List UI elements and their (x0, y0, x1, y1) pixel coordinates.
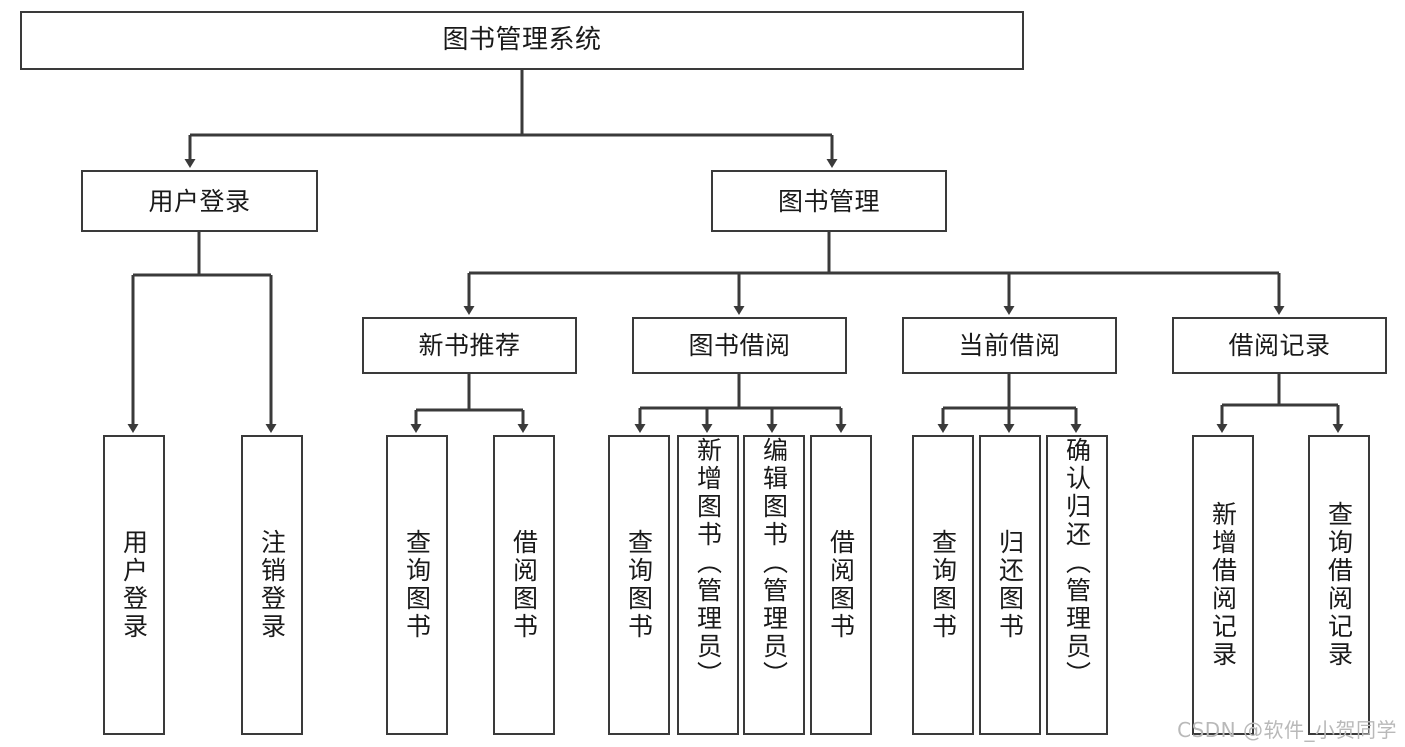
node-label: 借阅图书 (826, 529, 856, 641)
node-label: 新增借阅记录 (1208, 501, 1238, 669)
leaf-book-borrow-edit-book-admin[interactable]: 编辑图书（管理员） (743, 435, 805, 735)
node-label: 归还图书 (995, 529, 1025, 641)
leaf-user-login-sign-in[interactable]: 用户登录 (103, 435, 165, 735)
leaf-new-book-borrow-books[interactable]: 借阅图书 (493, 435, 555, 735)
leaf-current-borrow-confirm-return-admin[interactable]: 确认归还（管理员） (1046, 435, 1108, 735)
leaf-current-borrow-query-books[interactable]: 查询图书 (912, 435, 974, 735)
node-label: 确认归还（管理员） (1062, 437, 1092, 689)
watermark-text: CSDN @软件_小贺同学 (1177, 718, 1397, 742)
node-new-book-recommendation[interactable]: 新书推荐 (362, 317, 577, 374)
leaf-new-book-query-books[interactable]: 查询图书 (386, 435, 448, 735)
node-label: 查询图书 (402, 529, 432, 641)
node-label: 图书管理 (777, 186, 880, 216)
node-label: 借阅图书 (509, 529, 539, 641)
node-label: 当前借阅 (958, 331, 1061, 360)
leaf-borrow-record-query-record[interactable]: 查询借阅记录 (1308, 435, 1370, 735)
leaf-book-borrow-add-book-admin[interactable]: 新增图书（管理员） (677, 435, 739, 735)
node-root-book-management-system[interactable]: 图书管理系统 (20, 11, 1024, 70)
node-label: 新书推荐 (418, 331, 521, 360)
leaf-user-login-sign-out[interactable]: 注销登录 (241, 435, 303, 735)
leaf-book-borrow-borrow-books[interactable]: 借阅图书 (810, 435, 872, 735)
node-label: 编辑图书（管理员） (759, 437, 789, 689)
node-label: 新增图书（管理员） (693, 437, 723, 689)
node-label: 查询图书 (928, 529, 958, 641)
leaf-book-borrow-query-books[interactable]: 查询图书 (608, 435, 670, 735)
node-current-borrowing[interactable]: 当前借阅 (902, 317, 1117, 374)
node-book-management[interactable]: 图书管理 (711, 170, 947, 232)
node-label: 注销登录 (257, 529, 287, 641)
node-label: 图书管理系统 (442, 25, 602, 56)
node-label: 用户登录 (148, 186, 251, 216)
node-label: 用户登录 (119, 529, 149, 641)
node-book-borrowing[interactable]: 图书借阅 (632, 317, 847, 374)
node-label: 图书借阅 (688, 331, 791, 360)
node-user-login[interactable]: 用户登录 (81, 170, 318, 232)
node-label: 查询图书 (624, 529, 654, 641)
node-borrowing-records[interactable]: 借阅记录 (1172, 317, 1387, 374)
node-label: 借阅记录 (1228, 331, 1331, 360)
leaf-current-borrow-return-books[interactable]: 归还图书 (979, 435, 1041, 735)
leaf-borrow-record-add-record[interactable]: 新增借阅记录 (1192, 435, 1254, 735)
node-label: 查询借阅记录 (1324, 501, 1354, 669)
